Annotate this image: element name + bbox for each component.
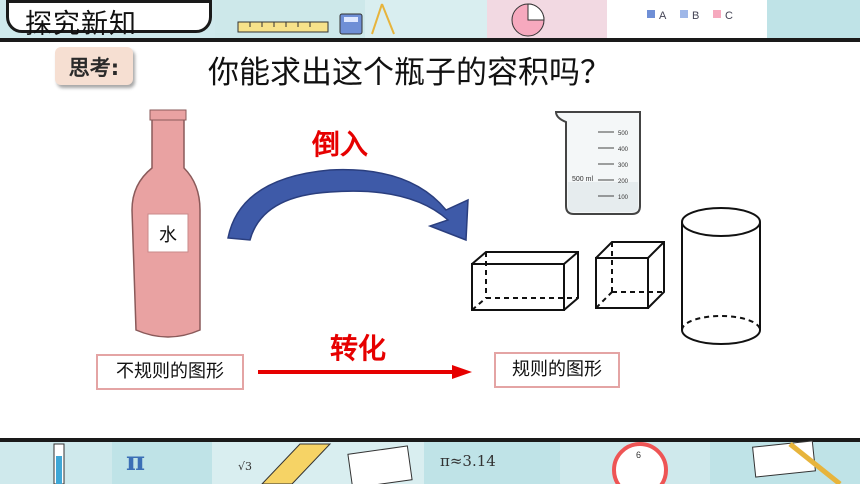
pi-symbol: π bbox=[126, 447, 145, 477]
alarm-clock-icon: 6 bbox=[612, 442, 668, 484]
cuboid-illustration bbox=[471, 251, 579, 311]
thermometer-doodle bbox=[53, 443, 65, 484]
beaker-scale-400: 400 bbox=[618, 147, 629, 153]
pour-arrow bbox=[227, 168, 469, 242]
ruler-doodle bbox=[237, 21, 329, 33]
beaker-scale-300: 300 bbox=[618, 163, 629, 169]
regular-label-box: 规则的图形 bbox=[494, 352, 620, 388]
section-title-tab: 探究新知 bbox=[6, 0, 212, 40]
section-title: 探究新知 bbox=[25, 9, 137, 40]
cylinder-illustration bbox=[681, 207, 761, 345]
bottle-illustration: 水 bbox=[131, 109, 201, 338]
legend-b: B bbox=[692, 10, 699, 22]
chart-doodle bbox=[511, 3, 545, 37]
think-badge-label: 思考: bbox=[68, 56, 120, 80]
irregular-label-box: 不规则的图形 bbox=[96, 354, 244, 390]
beaker-scale-500: 500 bbox=[618, 131, 629, 137]
header-legend: A B C bbox=[647, 10, 733, 22]
pour-label: 倒入 bbox=[311, 128, 368, 161]
compass-icon bbox=[371, 3, 395, 35]
pi-approx: π≈3.14 bbox=[440, 452, 496, 470]
beaker-illustration: 500 400 300 200 100 500 ml bbox=[554, 111, 641, 215]
notebook-pencil-icon bbox=[752, 440, 842, 484]
calculator-icon bbox=[339, 13, 363, 35]
beaker-scale-200: 200 bbox=[618, 179, 629, 185]
header-panel bbox=[767, 0, 860, 38]
svg-text:6: 6 bbox=[636, 450, 641, 460]
cube-illustration bbox=[595, 241, 665, 309]
root-text: √3 bbox=[238, 460, 252, 473]
beaker-scale-100: 100 bbox=[618, 195, 629, 201]
think-badge: 思考: bbox=[55, 47, 133, 85]
bottle-label: 水 bbox=[159, 225, 177, 246]
transform-arrow bbox=[258, 365, 472, 379]
ruler-doodle-footer: √3 bbox=[238, 443, 332, 484]
legend-a: A bbox=[659, 10, 667, 22]
beaker-capacity: 500 ml bbox=[572, 176, 593, 183]
notebook-doodle bbox=[347, 445, 413, 484]
irregular-label: 不规则的图形 bbox=[116, 361, 224, 382]
question-text: 你能求出这个瓶子的容积吗？ bbox=[208, 55, 611, 91]
transform-label: 转化 bbox=[330, 332, 386, 365]
regular-label: 规则的图形 bbox=[512, 359, 602, 380]
legend-c: C bbox=[725, 10, 733, 22]
